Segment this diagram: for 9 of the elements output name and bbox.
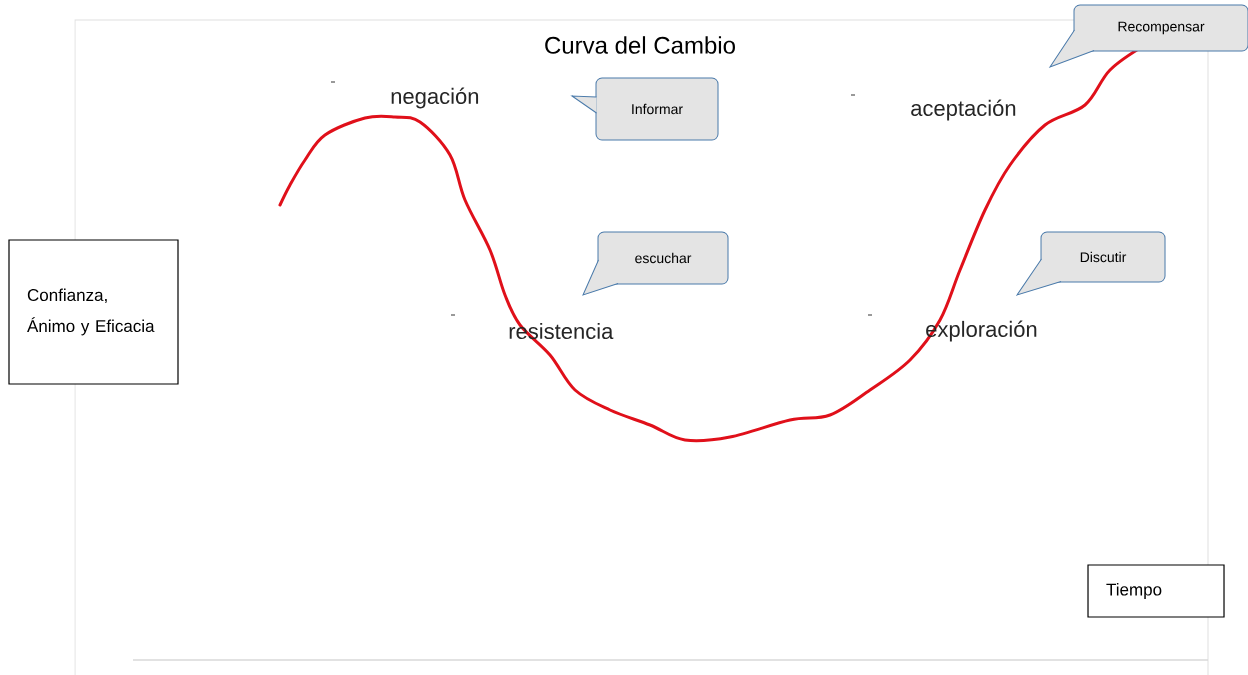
text-box: Tiempo: [1087, 564, 1225, 618]
speech-callout: escuchar: [582, 231, 729, 296]
stage-label: aceptación: [911, 99, 1016, 121]
text-box: Confianza, Ánimo y Eficacia: [8, 239, 179, 385]
speech-callout: Informar: [571, 77, 719, 141]
speech-callout: Recompensar: [1049, 4, 1248, 68]
speech-callout: Discutir: [1016, 231, 1166, 296]
stage-label: negación: [391, 87, 479, 109]
title: Curva del Cambio: [545, 36, 735, 54]
